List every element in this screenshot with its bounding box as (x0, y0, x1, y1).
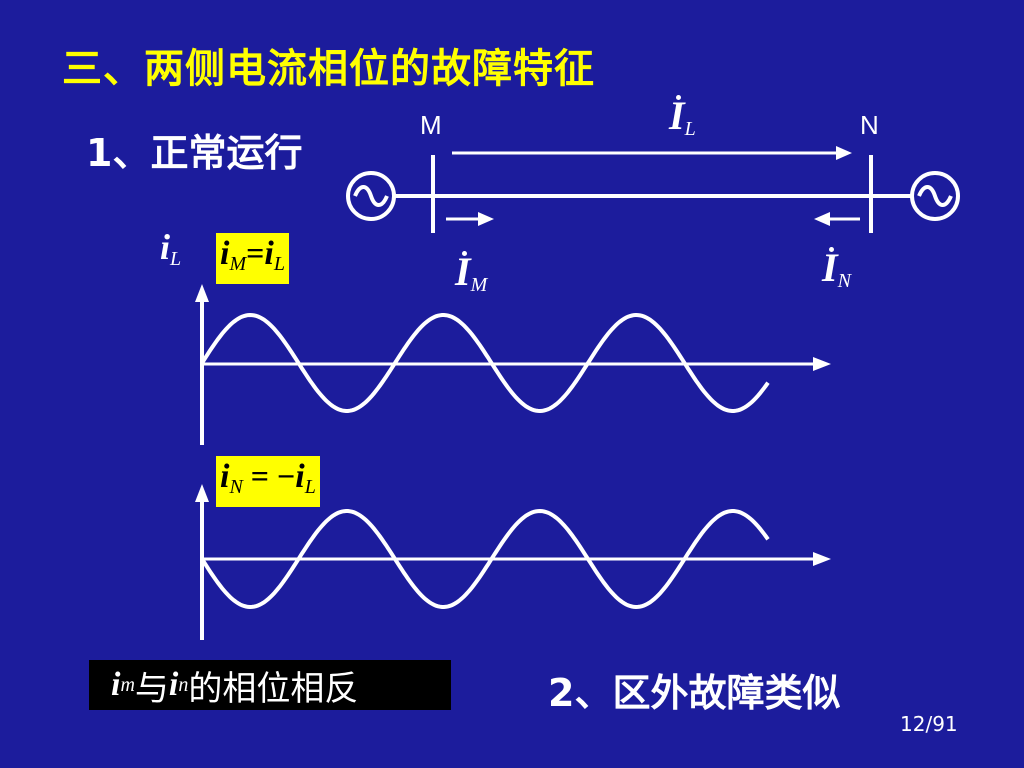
phasor-n-current: IN (822, 245, 851, 292)
bottom-sine-wave (200, 508, 770, 610)
top-waveform-axes (195, 284, 831, 445)
source-right-icon (910, 171, 960, 221)
bottom-waveform-axes (195, 484, 831, 640)
m-current-arrow (446, 212, 494, 226)
source-left-icon (346, 171, 396, 221)
line-current-arrow (452, 146, 852, 160)
top-axis-label: iL (160, 227, 182, 270)
phasor-line-current: IL (669, 93, 696, 140)
section-normal-operation: 1、正常运行 (86, 131, 303, 175)
relation-in-equals-minus-il: iN = −iL (216, 456, 320, 507)
relation-im-equals-il: iM=iL (216, 233, 289, 284)
bus-m-label: M (420, 110, 442, 140)
bus-n-label: N (860, 110, 879, 140)
section-external-fault: 2、区外故障类似 (548, 671, 841, 715)
page-number: 12/91 (900, 712, 958, 736)
slide-title: 三、两侧电流相位的故障特征 (62, 46, 595, 92)
top-sine-wave (200, 312, 770, 414)
phasor-m-current: IM (455, 249, 488, 296)
n-current-arrow (814, 212, 860, 226)
